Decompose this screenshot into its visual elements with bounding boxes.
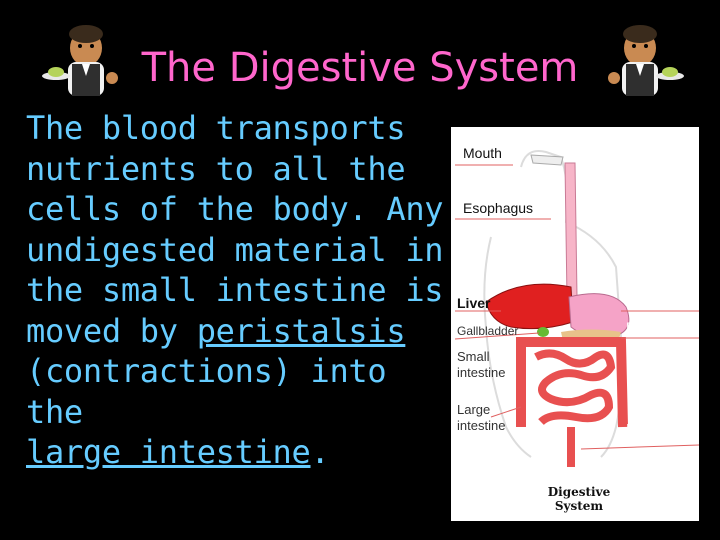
body-text-end: . (310, 433, 330, 471)
label-mouth: Mouth (463, 145, 502, 161)
label-small-intestine: Small intestine (457, 349, 506, 380)
diagram-caption: Digestive System (547, 485, 611, 513)
label-esophagus: Esophagus (463, 200, 534, 216)
peristalsis-link[interactable]: peristalsis (196, 311, 406, 350)
label-liver: Liver (457, 295, 491, 311)
waiter-clipart-icon (42, 25, 118, 96)
digestive-diagram: Mouth Esophagus Liver Gallbladder Small … (451, 127, 699, 521)
label-pancreas: Pancreas (626, 319, 686, 335)
slide-title: The Digestive System (141, 45, 579, 91)
label-stomach: Stomach (626, 289, 686, 306)
body-text-part-2: (contractions) into the (26, 352, 387, 431)
digestive-diagram-drawing (454, 150, 699, 467)
body-paragraph: The blood transports nutrients to all th… (26, 108, 456, 473)
large-intestine-link[interactable]: large intestine (26, 433, 311, 471)
label-gallbladder: Gallbladder (457, 324, 519, 338)
waiter-clipart-icon (608, 25, 684, 96)
label-rectum: Rectum (626, 421, 678, 438)
label-large-intestine: Large intestine (457, 402, 506, 433)
body-text-part-1: The blood transports nutrients to all th… (26, 109, 444, 350)
